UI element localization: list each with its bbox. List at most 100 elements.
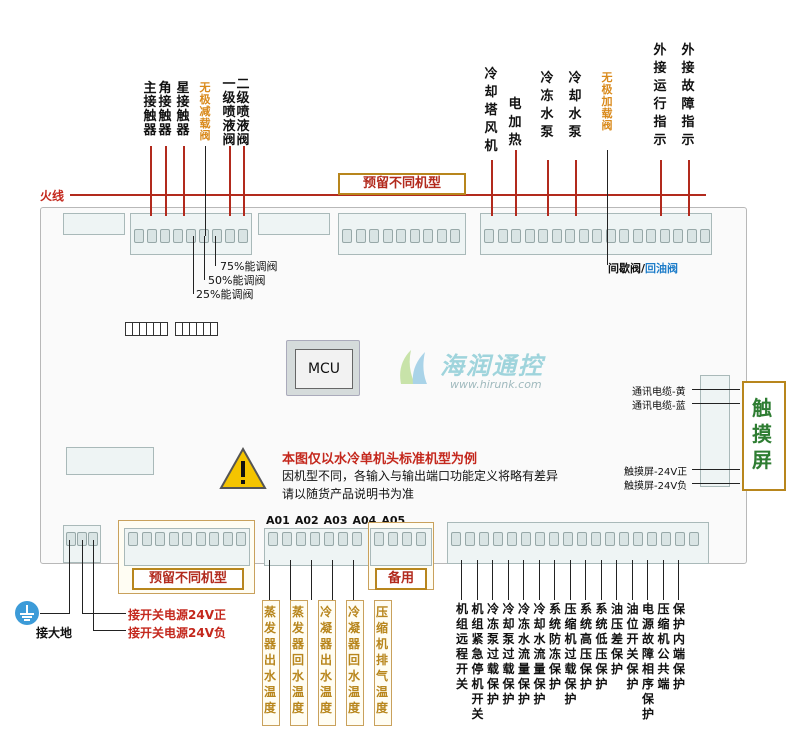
temp-sensor-box (318, 600, 336, 726)
wire-protection (523, 560, 524, 600)
wire-ext-fault (688, 160, 690, 216)
terminal-pin (535, 532, 545, 546)
wire-temp-sensor (353, 560, 354, 600)
dip-toggle[interactable] (210, 322, 218, 336)
brand-name: 海润通控 (440, 352, 544, 380)
wire-temp-sensor (290, 560, 291, 600)
terminal-pin (497, 229, 508, 243)
terminal-pin (605, 532, 615, 546)
terminal-pin (507, 532, 517, 546)
live-wire-label: 火线 (40, 189, 65, 203)
terminal-pin (578, 229, 589, 243)
terminal-pin (173, 229, 183, 243)
wire-touch-neg (692, 483, 740, 484)
temp-sensor-box (290, 600, 308, 726)
terminal-pin (423, 229, 433, 243)
header-a02: A02 (294, 514, 319, 527)
dip-switch-s7[interactable] (125, 322, 169, 338)
analog-headers: A01 A02 A03 A04 A05 (266, 514, 405, 527)
notice-line2: 请以随货产品说明书为准 (282, 487, 415, 501)
terminal-pin (479, 532, 489, 546)
terminal-pin (484, 229, 494, 243)
terminal-pin (195, 532, 206, 546)
wire-temp-sensor (332, 560, 333, 600)
label-delta-contactor: 角 接 触 器 (158, 81, 172, 138)
protection-label: 冷 冻 水 流 量 保 护 (517, 602, 530, 706)
label-stepless-unload-valve: 无 极 减 载 阀 (199, 81, 211, 142)
touch-connector (700, 375, 730, 487)
terminal-pin (155, 532, 165, 546)
protection-label: 系 统 防 冻 保 护 (548, 602, 561, 691)
terminal-pin (591, 532, 601, 546)
terminal-pin (465, 532, 475, 546)
temp-sensor-label: 冷 凝 器 出 水 温 度 (319, 605, 332, 715)
label-75-valve: 75%能调阀 (220, 260, 278, 273)
protection-label: 冷 却 水 流 量 保 护 (533, 602, 546, 706)
temp-sensor-box (262, 600, 280, 726)
warning-icon (218, 446, 268, 492)
terminal-pin (238, 229, 248, 243)
protection-label: 油 位 开 关 保 护 (626, 602, 639, 691)
terminal-pin (646, 229, 656, 243)
wire-unload-valve (205, 146, 206, 236)
terminal-pin (168, 532, 179, 546)
label-ext-run-indicator: 外 接 运 行 指 示 (653, 43, 667, 148)
wire-protection (492, 560, 493, 600)
terminal-block-top-left-dummy (63, 213, 125, 235)
protection-label: 机 组 远 程 开 关 (455, 602, 468, 691)
label-cooling-tower-fan: 冷 却 塔 风 机 (484, 67, 498, 154)
label-level2-spray-valve: 二 级 喷 液 阀 (236, 77, 250, 148)
temp-sensor-box (374, 600, 392, 726)
terminal-pin (268, 532, 278, 546)
terminal-pin (686, 229, 697, 243)
wire-electric-heating (515, 150, 517, 216)
protection-label: 压 缩 机 公 共 端 (657, 602, 670, 691)
switch-power-neg: 接开关电源24V负 (128, 626, 226, 640)
header-a01: A01 (266, 514, 290, 527)
reserved-top-label: 预留不同机型 (338, 173, 466, 195)
terminal-pin (182, 532, 192, 546)
terminal-pin (563, 532, 573, 546)
label-25-valve: 25%能调阀 (196, 288, 254, 301)
terminal-pin (577, 532, 587, 546)
dip-switch-s8[interactable] (175, 322, 219, 338)
wire-protection (538, 560, 540, 600)
wire-ground-h (40, 613, 70, 614)
wire-50-valve (204, 236, 205, 280)
terminal-pin (409, 229, 420, 243)
wire-protection (647, 560, 648, 600)
wire-protection (476, 560, 478, 600)
terminal-pin (209, 532, 219, 546)
terminal-pin (538, 229, 548, 243)
terminal-pin (632, 229, 643, 243)
wire-protection (678, 560, 679, 600)
terminal-pin (402, 532, 412, 546)
wire-ground (69, 540, 70, 614)
terminal-pin (342, 229, 352, 243)
terminal-pin (451, 532, 461, 546)
protection-label: 保 护 内 端 保 护 (672, 602, 685, 691)
wire-protection (616, 560, 617, 600)
wire-level1-spray (229, 146, 231, 216)
terminal-pin (382, 229, 393, 243)
terminal-pin (160, 229, 170, 243)
terminal-pin (675, 532, 685, 546)
wire-ext-run (660, 160, 662, 216)
wire-cooling-water-pump (575, 160, 577, 216)
comm-cable-blue: 通讯电缆-蓝 (632, 401, 686, 412)
relay-block-left (66, 447, 154, 475)
terminal-pin (700, 229, 710, 243)
terminal-pin (592, 229, 602, 243)
terminal-pin (374, 532, 384, 546)
temp-sensor-label: 蒸 发 器 回 水 温 度 (291, 605, 304, 715)
terminal-pin (225, 229, 235, 243)
wire-protection (662, 560, 664, 600)
label-level1-spray-valve: 一 级 喷 液 阀 (222, 77, 236, 148)
notice-line1: 因机型不同，各输入与输出端口功能定义将略有差异 (282, 469, 559, 483)
terminal-pin (661, 532, 671, 546)
terminal-pin (388, 532, 398, 546)
wire-cooling-tower-fan (491, 160, 493, 216)
terminal-pin (605, 229, 616, 243)
terminal-pin (310, 532, 320, 546)
dip-toggle[interactable] (160, 322, 168, 336)
